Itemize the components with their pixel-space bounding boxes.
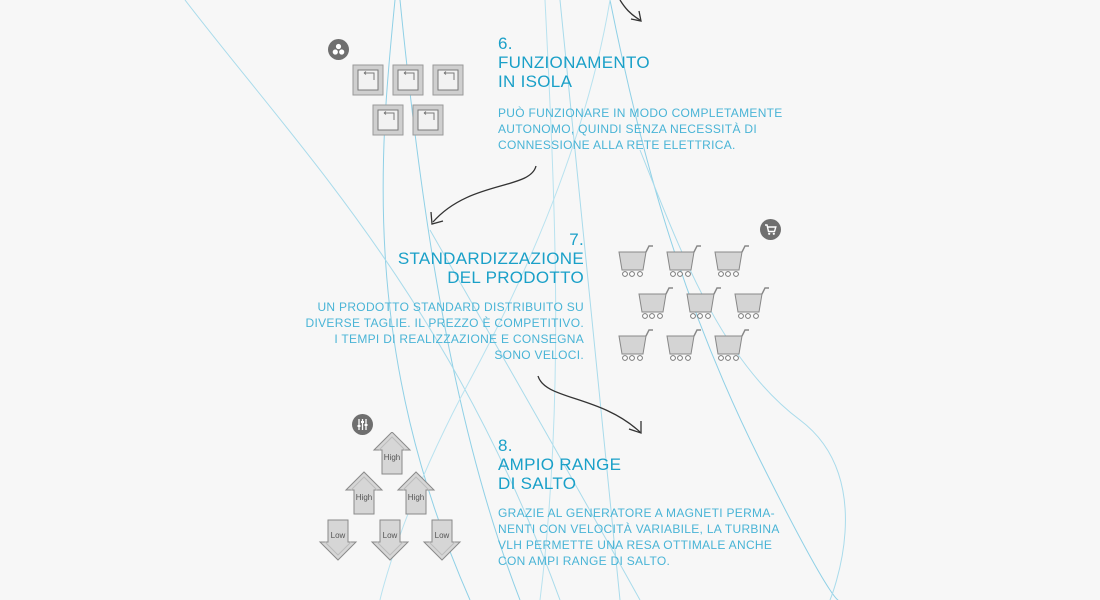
cart-icon — [666, 245, 701, 277]
section-description: UN PRODOTTO STANDARD DISTRIBUITO SU DIVE… — [284, 299, 584, 363]
description-line: CON AMPI RANGE DI SALTO. — [498, 554, 671, 568]
high-label: High — [356, 493, 372, 502]
shopping-carts-grid — [618, 245, 769, 361]
island-box-icon — [432, 64, 464, 96]
description-line: I TEMPI DI REALIZZAZIONE E CONSEGNA — [334, 332, 584, 346]
section-description: PUÒ FUNZIONARE IN MODO COMPLETAMENTE AUT… — [498, 105, 798, 153]
high-label: High — [384, 453, 400, 462]
description-line: SONO VELOCI. — [494, 348, 584, 362]
cart-icon — [618, 245, 653, 277]
island-box-icon — [412, 104, 444, 136]
cart-icon — [666, 329, 701, 361]
title-line: DEL PRODOTTO — [447, 268, 584, 287]
description-line: UN PRODOTTO STANDARD DISTRIBUITO SU — [317, 300, 584, 314]
description-line: GRAZIE AL GENERATORE A MAGNETI PERMA- — [498, 506, 775, 520]
title-line: DI SALTO — [498, 474, 577, 493]
description-line: DIVERSE TAGLIE. IL PREZZO È COMPETITIVO. — [305, 316, 584, 330]
low-arrow-icon: Low — [318, 519, 358, 561]
cart-icon — [734, 287, 769, 319]
title-line: STANDARDIZZAZIONE — [397, 249, 584, 268]
low-label: Low — [331, 531, 346, 540]
description-line: CONNESSIONE ALLA RETE ELETTRICA. — [498, 138, 736, 152]
title-line: IN ISOLA — [498, 72, 573, 91]
island-boxes-icon — [352, 64, 464, 136]
cart-icon — [618, 329, 653, 361]
description-line: AUTONOMO, QUINDI SENZA NECESSITÀ DI — [498, 122, 757, 136]
high-label: High — [408, 493, 424, 502]
cart-icon — [714, 245, 749, 277]
title-line: FUNZIONAMENTO — [498, 53, 650, 72]
description-line: VLH PERMETTE UNA RESA OTTIMALE ANCHE — [498, 538, 773, 552]
section-title: STANDARDIZZAZIONE DEL PRODOTTO — [284, 249, 584, 287]
section-number: 6. — [498, 34, 513, 53]
high-arrow-icon: High — [344, 471, 384, 515]
description-line: NENTI CON VELOCITÀ VARIABILE, LA TURBINA — [498, 522, 780, 536]
low-label: Low — [383, 531, 398, 540]
sliders-icon — [352, 414, 373, 435]
cart-icon — [714, 329, 749, 361]
island-box-icon — [352, 64, 384, 96]
section-number: 7. — [569, 230, 584, 249]
section-standardizzazione: 7. STANDARDIZZAZIONE DEL PRODOTTO UN PRO… — [284, 230, 584, 363]
section-title: AMPIO RANGE DI SALTO — [498, 455, 798, 493]
low-arrow-icon: Low — [422, 519, 462, 561]
low-label: Low — [435, 531, 450, 540]
island-box-icon — [372, 104, 404, 136]
high-arrow-icon: High — [396, 471, 436, 515]
cart-icon — [638, 287, 673, 319]
description-line: PUÒ FUNZIONARE IN MODO COMPLETAMENTE — [498, 106, 783, 120]
shopping-cart-icon — [760, 219, 781, 240]
high-arrow-icon: High — [372, 432, 412, 475]
section-number: 8. — [498, 436, 513, 455]
section-title: FUNZIONAMENTO IN ISOLA — [498, 53, 798, 91]
island-box-icon — [392, 64, 424, 96]
section-ampio-range: 8. AMPIO RANGE DI SALTO GRAZIE AL GENERA… — [498, 436, 798, 569]
title-line: AMPIO RANGE — [498, 455, 622, 474]
low-arrow-icon: Low — [370, 519, 410, 561]
section-funzionamento-isola: 6. FUNZIONAMENTO IN ISOLA PUÒ FUNZIONARE… — [498, 34, 798, 153]
cart-icon — [686, 287, 721, 319]
network-nodes-icon — [328, 39, 349, 60]
section-description: GRAZIE AL GENERATORE A MAGNETI PERMA- NE… — [498, 505, 798, 569]
